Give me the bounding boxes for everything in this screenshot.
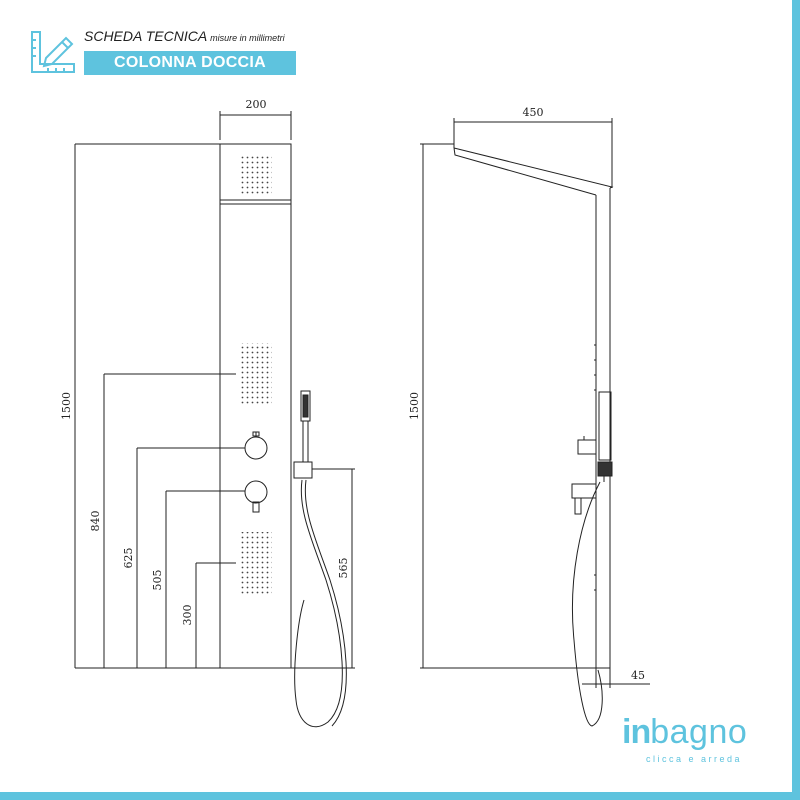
ruler-pencil-icon xyxy=(31,31,75,73)
frame-border-right xyxy=(792,0,800,800)
header-subtitle: misure in millimetri xyxy=(210,33,285,43)
dim-upper-jets-840: 840 xyxy=(89,511,102,532)
front-view xyxy=(74,111,355,728)
front-rain-jets xyxy=(240,156,272,196)
brand-name-bagno: bagno xyxy=(650,713,748,751)
front-lower-body-jets xyxy=(239,532,272,594)
brand-name-in: in xyxy=(622,713,651,751)
dim-width-200: 200 xyxy=(246,98,267,111)
front-diverter-knob xyxy=(244,431,268,460)
side-diverter xyxy=(577,436,597,455)
brand-wordmark: inbagno xyxy=(622,712,747,752)
side-hand-shower xyxy=(571,391,613,727)
front-upper-body-jets xyxy=(239,343,272,405)
header-title-text: SCHEDA TECNICA xyxy=(84,28,208,44)
dim-head-projection-450: 450 xyxy=(523,106,544,119)
brand-logo: inbagno clicca e arreda xyxy=(622,712,762,772)
dim-diverter-625: 625 xyxy=(122,548,135,569)
dim-depth-45: 45 xyxy=(631,669,645,682)
front-hand-shower xyxy=(293,390,347,728)
side-jet-ticks xyxy=(594,344,596,591)
product-name-band: COLONNA DOCCIA xyxy=(84,51,296,75)
dim-front-height-1500: 1500 xyxy=(60,392,73,420)
dim-lower-jets-300: 300 xyxy=(181,605,194,626)
dim-hand-holder-565: 565 xyxy=(337,558,350,579)
front-dim-lines xyxy=(74,111,355,669)
front-column-outline xyxy=(219,143,292,669)
brand-tagline: clicca e arreda xyxy=(646,754,743,764)
front-mixer-lever xyxy=(244,480,268,513)
side-head-shower xyxy=(453,147,614,196)
dim-mixer-505: 505 xyxy=(151,570,164,591)
dim-side-height-1500: 1500 xyxy=(408,392,421,420)
side-dim-lines xyxy=(420,118,650,688)
frame-border-bottom xyxy=(0,792,800,800)
side-view xyxy=(420,118,650,727)
front-head-band xyxy=(219,199,292,205)
